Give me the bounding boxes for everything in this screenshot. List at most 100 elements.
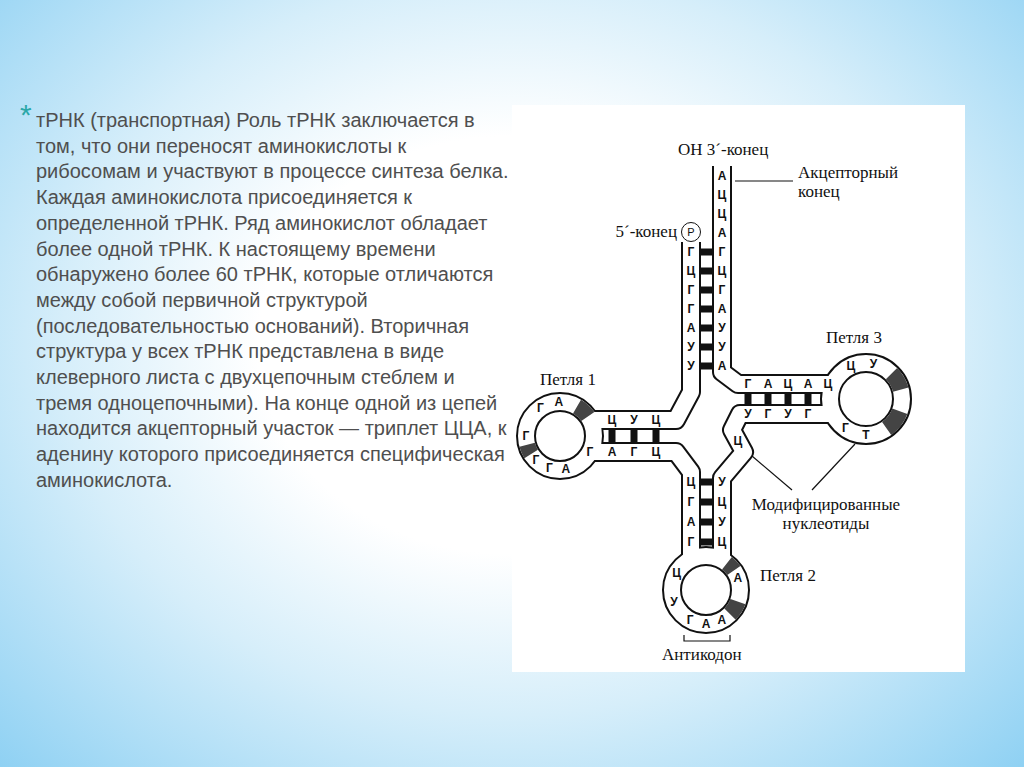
nucleotide-letter: Г	[684, 245, 698, 259]
nucleotide-letter: У	[627, 413, 641, 427]
nucleotide-letter: Ц	[649, 445, 663, 459]
loop-label: Петля 3	[826, 328, 882, 347]
base-pair	[700, 325, 713, 332]
nucleotide-letter: У	[866, 357, 880, 371]
nucleotide-letter: Г	[519, 429, 533, 443]
nucleotide-letter: Ц	[731, 434, 745, 448]
base-pair	[653, 429, 660, 443]
nucleotide-letter: У	[715, 475, 729, 489]
modified-nucleotide-marks	[527, 374, 901, 614]
nucleotide-letter: Ц	[715, 495, 729, 509]
nucleotide-letter: У	[715, 321, 729, 335]
nucleotide-letter: А	[684, 321, 698, 335]
nucleotide-letter: Г	[533, 401, 547, 415]
loop-ring	[830, 363, 902, 435]
base-pair	[745, 393, 752, 405]
nucleotide-letter: А	[552, 395, 566, 409]
nucleotide-letter: А	[605, 445, 619, 459]
nucleotide-letter: У	[684, 340, 698, 354]
phosphate-circle: Р	[681, 222, 701, 242]
nucleotide-letter: У	[715, 515, 729, 529]
backbone-strand	[590, 242, 691, 420]
nucleotide-letter: У	[715, 340, 729, 354]
modified-nucleotide	[730, 602, 738, 614]
nucleotide-letter: Г	[684, 535, 698, 549]
nucleotide-letter: Г	[684, 283, 698, 297]
nucleotide-letter: У	[667, 595, 681, 609]
backbone-strand	[722, 414, 834, 562]
base-pair	[609, 429, 616, 443]
nucleotide-letter: Г	[684, 302, 698, 316]
base-pair	[700, 249, 713, 256]
modified-nucleotide	[527, 445, 531, 454]
base-pair	[700, 363, 713, 370]
leader-line	[812, 444, 855, 490]
nucleotide-letter: Г	[715, 245, 729, 259]
loop-ring	[672, 556, 740, 624]
loop-ring	[526, 402, 594, 470]
backbone-strand	[590, 452, 691, 562]
base-pair	[805, 393, 812, 405]
nucleotide-letter: Ц	[684, 475, 698, 489]
nucleotide-letter: А	[715, 169, 729, 183]
nucleotide-letter: Г	[529, 453, 543, 467]
base-pair	[700, 539, 713, 546]
base-pair	[765, 393, 772, 405]
backbone-strand	[590, 242, 691, 420]
base-pair	[700, 287, 713, 294]
backbone-outline	[526, 166, 902, 624]
nucleotide-letter: Г	[583, 445, 597, 459]
modified-nucleotide	[727, 563, 734, 570]
callout-label: Модифицированные нуклеотиды	[740, 495, 912, 533]
end-label: OH 3´-конец	[678, 140, 768, 159]
phosphate-label: Р	[687, 226, 694, 238]
base-pair	[785, 393, 792, 405]
nucleotide-letter: А	[715, 302, 729, 316]
nucleotide-letter: Ц	[684, 264, 698, 278]
leader-line	[752, 456, 792, 490]
nucleotide-letter: Ц	[715, 264, 729, 278]
leader-line	[735, 180, 793, 181]
nucleotide-letter: Ц	[649, 413, 663, 427]
nucleotide-letter: Г	[684, 495, 698, 509]
anticodon-label: Антикодон	[662, 645, 742, 664]
base-pair	[700, 519, 713, 526]
nucleotide-letter: Ц	[605, 413, 619, 427]
anticodon-bracket	[684, 635, 730, 641]
nucleotide-letter: У	[781, 407, 795, 421]
nucleotide-letter: У	[684, 359, 698, 373]
nucleotide-letter: Г	[761, 407, 775, 421]
nucleotide-letter: Г	[627, 445, 641, 459]
nucleotide-letter: Т	[859, 428, 873, 442]
backbone-strand	[722, 414, 834, 562]
loop-ring	[526, 402, 594, 470]
nucleotide-letter: Ц	[715, 535, 729, 549]
nucleotide-letter: А	[715, 613, 729, 627]
nucleotide-letter: Ц	[670, 566, 684, 580]
nucleotide-letter: Г	[683, 613, 697, 627]
nucleotide-letter: А	[801, 377, 815, 391]
nucleotide-letter: А	[684, 515, 698, 529]
modified-nucleotide	[887, 411, 900, 428]
nucleotide-letter: Ц	[715, 188, 729, 202]
nucleotide-letter: А	[715, 359, 729, 373]
nucleotide-letter: У	[741, 407, 755, 421]
loop-ring	[830, 363, 902, 435]
base-pair	[700, 479, 713, 486]
loop-ring	[672, 556, 740, 624]
nucleotide-letter: Г	[741, 377, 755, 391]
base-pair	[700, 344, 713, 351]
nucleotide-letter: А	[699, 617, 713, 631]
base-pair	[631, 429, 638, 443]
base-pair	[700, 306, 713, 313]
nucleotide-letter: А	[761, 377, 775, 391]
bullet: *	[20, 100, 32, 130]
nucleotide-letter: Г	[838, 421, 852, 435]
nucleotide-letter: Г	[715, 283, 729, 297]
nucleotide-letter: Г	[801, 407, 815, 421]
loop-label: Петля 1	[540, 370, 596, 389]
base-pair	[700, 499, 713, 506]
base-pair	[700, 268, 713, 275]
nucleotide-letter: Ц	[715, 207, 729, 221]
nucleotide-letter: А	[731, 571, 745, 585]
